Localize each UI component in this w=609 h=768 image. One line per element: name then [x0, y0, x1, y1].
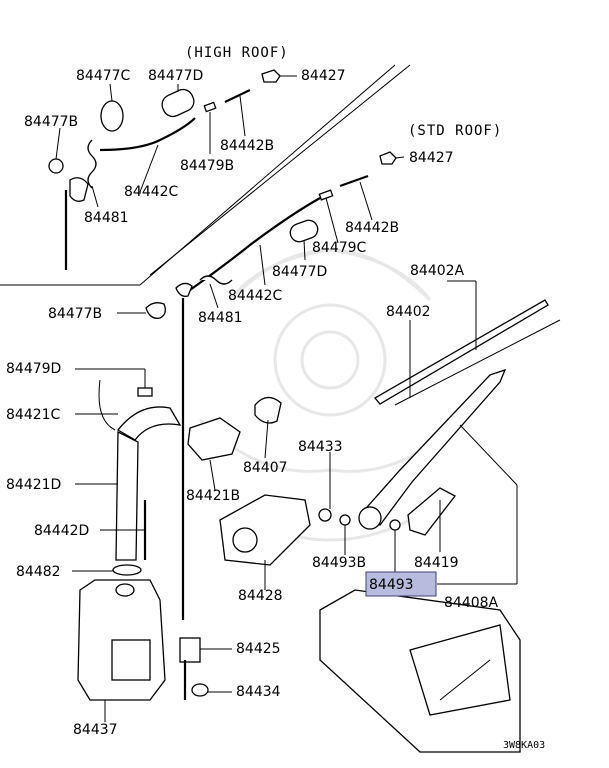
- label-84477D-std[interactable]: 84477D: [272, 264, 327, 280]
- label-84442C-std[interactable]: 84442C: [228, 288, 283, 304]
- label-84428[interactable]: 84428: [238, 588, 283, 604]
- part-84402A[interactable]: [394, 319, 561, 406]
- part-84442B-std[interactable]: [339, 174, 369, 188]
- vehicle-wiper: [439, 659, 491, 701]
- label-84437[interactable]: 84437: [73, 722, 118, 738]
- part-84442C-high[interactable]: [99, 117, 196, 152]
- part-84477D-high[interactable]: [159, 86, 197, 119]
- part-84434[interactable]: [191, 683, 209, 697]
- label-84419[interactable]: 84419: [414, 555, 459, 571]
- std-roof-divider-upper: [149, 64, 411, 276]
- part-84421B[interactable]: [187, 417, 241, 461]
- label-84402A[interactable]: 84402A: [410, 263, 465, 279]
- part-84407[interactable]: [254, 396, 282, 424]
- diagram-code: 3W8KA03: [503, 740, 545, 751]
- label-84421C[interactable]: 84421C: [6, 407, 61, 423]
- part-84479C[interactable]: [318, 189, 334, 201]
- note-std-roof: (STD ROOF): [408, 123, 502, 139]
- label-84477B-high[interactable]: 84477B: [24, 114, 78, 130]
- part-84427-high[interactable]: [261, 69, 281, 83]
- part-84442B-high[interactable]: [224, 89, 251, 103]
- vehicle-rear-view: [319, 589, 521, 753]
- motor-body: [232, 527, 258, 553]
- part-84482[interactable]: [112, 564, 142, 576]
- label-84408A[interactable]: 84408A: [444, 595, 499, 611]
- leader-lines: [55, 75, 518, 722]
- part-84421D[interactable]: [115, 430, 139, 561]
- part-84421C[interactable]: [117, 406, 182, 441]
- vehicle-rear-window: [409, 624, 511, 716]
- wiper-motor-assembly: [187, 299, 561, 566]
- hose-clip-std: [175, 282, 193, 297]
- part-84402[interactable]: [374, 299, 549, 405]
- std-roof-parts: [145, 151, 397, 620]
- label-84433[interactable]: 84433: [298, 439, 343, 455]
- label-84442C-high[interactable]: 84442C: [124, 184, 179, 200]
- label-84402[interactable]: 84402: [386, 304, 431, 320]
- high-roof-parts: [48, 69, 281, 270]
- label-84427-high[interactable]: 84427: [301, 68, 346, 84]
- label-84479C[interactable]: 84479C: [312, 240, 367, 256]
- label-84477C[interactable]: 84477C: [76, 68, 131, 84]
- hose-84479D: [98, 379, 116, 431]
- part-84479B[interactable]: [203, 101, 217, 113]
- label-84493[interactable]: 84493: [369, 577, 414, 593]
- part-84427-std[interactable]: [379, 151, 397, 165]
- part-84428[interactable]: [219, 494, 311, 566]
- label-84442D[interactable]: 84442D: [34, 523, 89, 539]
- label-84407[interactable]: 84407: [243, 460, 288, 476]
- label-84434[interactable]: 84434: [236, 684, 281, 700]
- part-84477B-std[interactable]: [145, 302, 166, 319]
- part-84433[interactable]: [318, 508, 332, 522]
- part-84419[interactable]: [407, 487, 456, 536]
- part-84442C-std[interactable]: [189, 197, 321, 291]
- part-84425[interactable]: [179, 637, 201, 663]
- label-84482[interactable]: 84482: [16, 564, 61, 580]
- arm-pivot: [358, 506, 382, 530]
- part-84408A[interactable]: [358, 368, 507, 526]
- label-84425[interactable]: 84425: [236, 641, 281, 657]
- part-84481-std[interactable]: [199, 275, 233, 285]
- part-84493[interactable]: [389, 519, 401, 531]
- label-84421B[interactable]: 84421B: [186, 488, 240, 504]
- label-84442B-high[interactable]: 84442B: [220, 138, 274, 154]
- label-84479B[interactable]: 84479B: [180, 158, 234, 174]
- part-84481-high[interactable]: [87, 139, 97, 189]
- part-84479D[interactable]: [137, 387, 153, 397]
- label-84477B-std[interactable]: 84477B: [48, 306, 102, 322]
- label-84442B-std[interactable]: 84442B: [345, 220, 399, 236]
- note-high-roof: (HIGH ROOF): [185, 45, 289, 61]
- label-84481-std[interactable]: 84481: [198, 310, 243, 326]
- part-84493B[interactable]: [339, 514, 351, 526]
- part-84477D-std[interactable]: [288, 218, 320, 244]
- label-84477D-high[interactable]: 84477D: [148, 68, 203, 84]
- tank-filler: [115, 583, 135, 597]
- label-84481-high[interactable]: 84481: [84, 210, 129, 226]
- label-84421D[interactable]: 84421D: [6, 477, 61, 493]
- part-84477C[interactable]: [100, 100, 124, 132]
- label-84493B[interactable]: 84493B: [312, 555, 366, 571]
- label-84427-std[interactable]: 84427: [409, 150, 454, 166]
- hose-clip-high: [69, 177, 89, 202]
- tank-pump-mount: [111, 639, 151, 681]
- highlight-84493: [365, 571, 437, 597]
- label-84479D[interactable]: 84479D: [6, 361, 61, 377]
- part-84477B-high[interactable]: [48, 158, 64, 174]
- washer-tank-assembly: [77, 379, 209, 701]
